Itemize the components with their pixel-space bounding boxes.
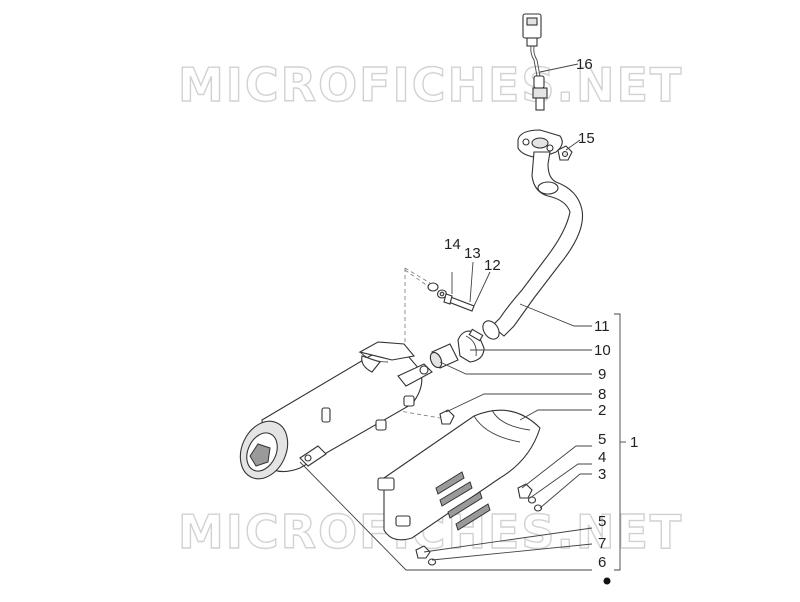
gasket-sleeve — [429, 343, 459, 369]
callout-7: 7 — [598, 535, 606, 552]
callout-1: 1 — [630, 434, 638, 451]
muffler-body — [239, 341, 433, 480]
callout-10: 10 — [594, 342, 611, 359]
callout-5-lower: 5 — [598, 513, 606, 530]
pipe-clamp — [457, 328, 485, 363]
callout-5-upper: 5 — [598, 431, 606, 448]
callout-13: 13 — [464, 245, 481, 262]
callout-8: 8 — [598, 386, 606, 403]
bullet-dot-icon — [603, 577, 611, 585]
exhaust-header-pipe — [482, 129, 584, 340]
heat-shield — [377, 409, 541, 541]
bolt-washer-set — [427, 282, 475, 312]
callout-11: 11 — [594, 318, 610, 335]
callout-9: 9 — [598, 366, 606, 383]
watermark-top: MICROFICHES.NET — [178, 58, 683, 112]
callout-3: 3 — [598, 466, 606, 483]
leader-lines — [299, 63, 626, 571]
callout-numbers: 16 15 14 13 12 11 10 9 8 2 1 5 4 3 5 7 6 — [444, 56, 638, 571]
callout-4: 4 — [598, 449, 606, 466]
callout-15: 15 — [578, 130, 595, 147]
callout-6: 6 — [598, 554, 606, 571]
oxygen-sensor — [522, 13, 548, 111]
callout-12: 12 — [484, 257, 501, 274]
flange-nut — [557, 145, 573, 161]
callout-14: 14 — [444, 236, 461, 253]
callout-2: 2 — [598, 402, 606, 419]
small-hardware — [415, 409, 543, 566]
callout-16: 16 — [576, 56, 593, 73]
